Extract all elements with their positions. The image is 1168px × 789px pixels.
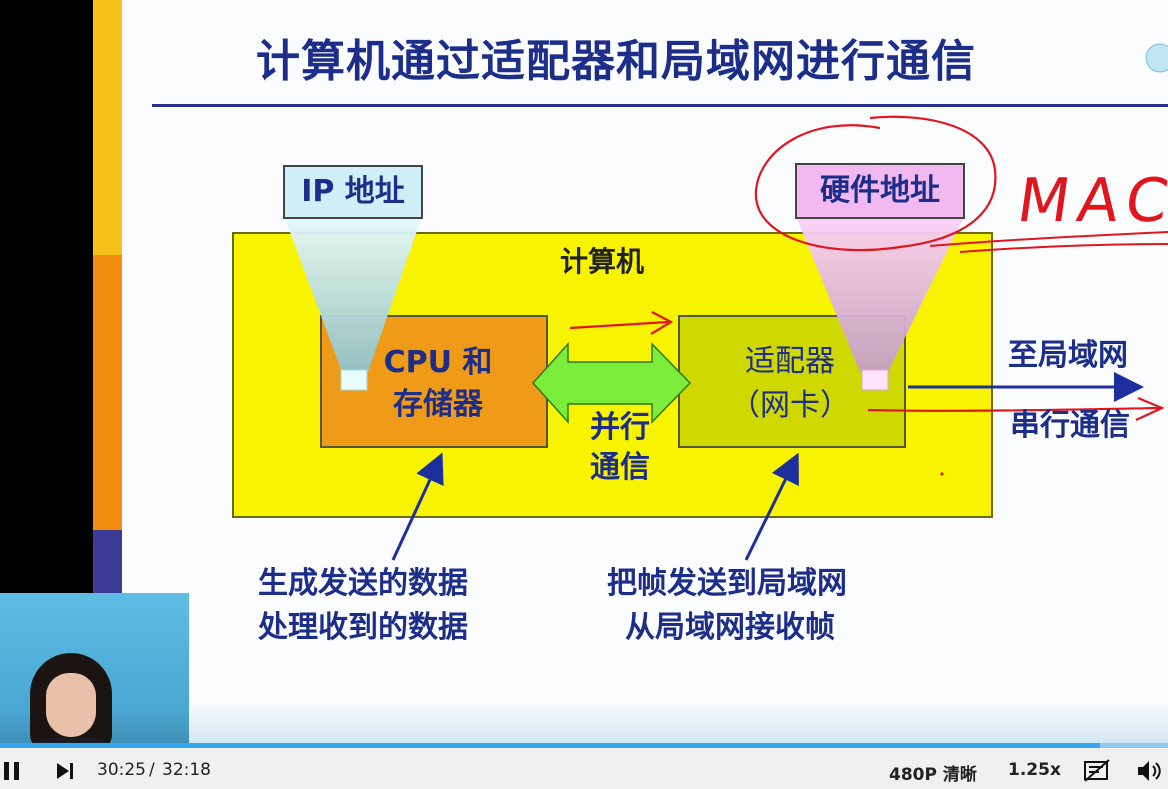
duration: 32:18 <box>162 760 211 780</box>
slide-footer-skyline <box>189 700 1168 748</box>
parallel-comm-label: 并行 通信 <box>578 408 662 488</box>
quality-selector[interactable]: 480P 清晰 <box>889 760 977 785</box>
logo-fragment <box>1146 44 1168 72</box>
cpu-memory-label: CPU 和 存储器 <box>368 342 508 426</box>
ip-address-box: IP 地址 <box>283 165 423 219</box>
cpu-caption: 生成发送的数据 处理收到的数据 <box>258 562 468 650</box>
computer-label: 计算机 <box>560 240 644 280</box>
next-icon[interactable] <box>52 757 80 785</box>
presenter-face <box>46 673 96 737</box>
to-lan-label: 至局域网 <box>1008 330 1128 374</box>
adapter-label-line2: （网卡） <box>720 384 860 428</box>
hardware-address-box: 硬件地址 <box>795 163 965 219</box>
cpu-caption-line2: 处理收到的数据 <box>258 606 468 650</box>
cpu-label-line1: CPU 和 <box>368 342 508 384</box>
handwritten-mac: MAC <box>1013 166 1168 236</box>
time-separator: / <box>149 760 155 780</box>
serial-comm-label: 串行通信 <box>1010 400 1130 444</box>
adapter-caption: 把帧发送到局域网 从局域网接收帧 <box>607 562 847 650</box>
slide-stripe-purple <box>93 530 122 600</box>
title-underline <box>152 104 1168 107</box>
letterbox-left <box>0 0 93 600</box>
slide-stripe-orange <box>93 255 122 530</box>
volume-icon[interactable] <box>1135 757 1163 785</box>
slide-title: 计算机通过适配器和局域网进行通信 <box>256 32 976 92</box>
cpu-label-line2: 存储器 <box>368 384 508 426</box>
speed-selector[interactable]: 1.25x <box>1008 760 1061 780</box>
adapter-label: 适配器 （网卡） <box>720 340 860 428</box>
pause-icon[interactable] <box>0 757 28 785</box>
parallel-line1: 并行 <box>578 408 662 448</box>
danmaku-off-icon[interactable] <box>1083 757 1111 785</box>
parallel-line2: 通信 <box>578 448 662 488</box>
slide-stripe-yellow <box>93 0 122 255</box>
cpu-caption-line1: 生成发送的数据 <box>258 562 468 606</box>
adapter-caption-line2: 从局域网接收帧 <box>607 606 847 650</box>
current-time: 30:25 <box>97 760 146 780</box>
adapter-caption-line1: 把帧发送到局域网 <box>607 562 847 606</box>
adapter-label-line1: 适配器 <box>720 340 860 384</box>
